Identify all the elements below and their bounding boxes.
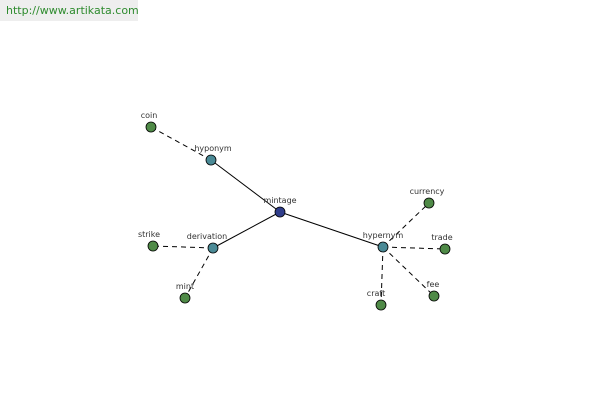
node-circle-coin[interactable] — [145, 121, 157, 133]
node-currency[interactable]: currency — [410, 187, 445, 209]
node-circle-fee[interactable] — [428, 290, 440, 302]
edge-hypernym-craft — [380, 246, 384, 306]
node-hypernym[interactable]: hypernym — [363, 231, 404, 253]
edge-derivation-strike — [152, 245, 214, 249]
edge-hyponym-coin — [150, 126, 212, 161]
edge-hypernym-fee — [382, 246, 435, 297]
node-circle-hyponym[interactable] — [205, 154, 217, 166]
node-hyponym[interactable]: hyponym — [194, 144, 232, 166]
node-label-currency: currency — [410, 187, 445, 196]
node-label-hyponym: hyponym — [194, 144, 232, 153]
node-label-craft: craft — [367, 289, 385, 298]
node-label-mintage: mintage — [263, 196, 296, 205]
node-circle-mint[interactable] — [179, 292, 191, 304]
node-circle-derivation[interactable] — [207, 242, 219, 254]
edge-hypernym-currency — [382, 202, 430, 248]
node-circle-craft[interactable] — [375, 299, 387, 311]
node-trade[interactable]: trade — [431, 233, 453, 255]
node-label-derivation: derivation — [187, 232, 227, 241]
node-circle-mintage[interactable] — [274, 206, 286, 218]
node-circle-strike[interactable] — [147, 240, 159, 252]
node-coin[interactable]: coin — [141, 111, 158, 133]
node-fee[interactable]: fee — [427, 280, 440, 302]
node-label-mint: mint — [176, 282, 194, 291]
node-label-hypernym: hypernym — [363, 231, 404, 240]
node-label-coin: coin — [141, 111, 158, 120]
node-mintage[interactable]: mintage — [263, 196, 297, 218]
node-circle-trade[interactable] — [439, 243, 451, 255]
node-circle-hypernym[interactable] — [377, 241, 389, 253]
edge-derivation-mint — [184, 247, 214, 299]
node-strike[interactable]: strike — [138, 230, 160, 252]
edge-hypernym-trade — [382, 246, 446, 250]
node-mint[interactable]: mint — [176, 282, 194, 304]
site-url-link[interactable]: http://www.artikata.com — [0, 0, 139, 21]
node-label-strike: strike — [138, 230, 160, 239]
node-craft[interactable]: craft — [367, 289, 387, 311]
edges-layer — [150, 126, 446, 306]
edge-mintage-hypernym — [279, 211, 384, 248]
edge-mintage-derivation — [212, 211, 281, 249]
node-label-trade: trade — [431, 233, 452, 242]
nodes-layer: mintage hyponym derivation hypernym coin stri… — [138, 111, 453, 311]
edge-mintage-hyponym — [210, 159, 281, 213]
node-circle-currency[interactable] — [423, 197, 435, 209]
node-derivation[interactable]: derivation — [187, 232, 227, 254]
node-label-fee: fee — [427, 280, 440, 289]
